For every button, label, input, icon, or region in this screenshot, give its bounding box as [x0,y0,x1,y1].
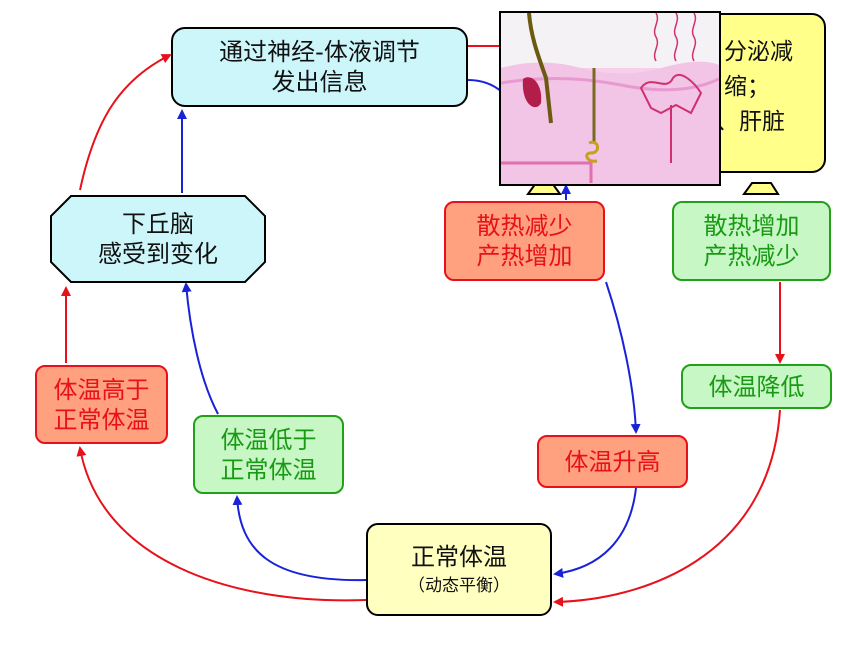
arrow-below-to-hypothalamus [181,282,219,415]
effector-callout: 分泌减 缩； 、肝脏 [700,13,826,173]
heat-release-line2: 产热减少 [703,242,800,270]
hypothalamus-line2: 感受到变化 [98,240,218,268]
temp-drop-label: 体温降低 [708,372,805,401]
normal-box: 正常体温 （动态平衡） [366,523,552,616]
hypothalamus-line1: 下丘脑 [122,210,194,238]
arrow-normal-to-below [232,495,367,582]
below-normal-line1: 体温低于 [220,425,317,454]
arrow-conserve-to-rise [605,281,641,434]
signal-box: 通过神经-体液调节 发出信息 [171,27,468,107]
blood-vessel-icon [501,161,593,183]
signal-line2: 发出信息 [271,68,368,96]
callout-line3: 、肝脏 [716,109,785,135]
above-normal-box: 体温高于 正常体温 [35,365,168,444]
arrow-hypothalamus-to-signal-red [79,54,172,191]
hair-icon [522,13,553,124]
temp-drop-box: 体温降低 [681,364,832,409]
heat-release-box: 散热增加 产热减少 [672,201,831,281]
sweat-gland-icon [585,68,599,163]
hypothalamus-box: 下丘脑 感受到变化 [49,194,267,284]
callout-pointer-right [742,182,780,195]
below-normal-line2: 正常体温 [220,455,317,484]
normal-line1: 正常体温 [411,542,507,571]
hypothalamus-shape [50,195,266,283]
heat-release-line1: 散热增加 [703,212,800,240]
heat-conserve-box: 散热减少 产热增加 [444,201,605,281]
heat-conserve-line2: 产热增加 [476,242,573,270]
arrow-rise-to-normal [553,487,637,578]
callout-line1: 分泌减 [724,39,793,65]
above-normal-line1: 体温高于 [53,375,150,404]
callout-line2: 缩； [724,74,770,100]
below-normal-box: 体温低于 正常体温 [193,415,344,494]
normal-line2: （动态平衡） [408,575,510,596]
signal-line1: 通过神经-体液调节 [219,38,420,66]
skin-cross-section-image [499,11,721,186]
temp-rise-box: 体温升高 [537,435,688,488]
skin-illustration [501,13,719,184]
arrow-signal-to-callout-blue [467,79,503,93]
heat-conserve-line1: 散热减少 [476,212,573,240]
above-normal-line2: 正常体温 [53,405,150,434]
temp-rise-label: 体温升高 [564,447,661,476]
arrow-normal-to-above [76,446,367,602]
arrow-drop-to-normal [553,409,781,607]
